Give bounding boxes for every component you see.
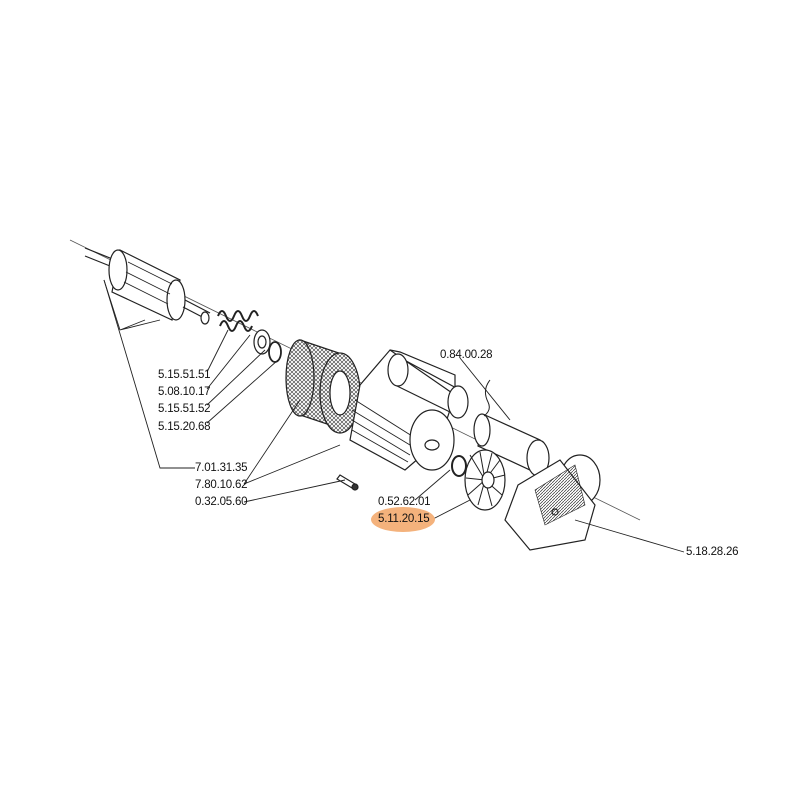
spring-part: [217, 310, 259, 332]
bearing-part: [253, 329, 271, 355]
part-label-5-08-10-17[interactable]: 5.08.10.17: [158, 386, 211, 398]
seal-part: [451, 455, 467, 477]
part-label-0-32-05-60[interactable]: 0.32.05.60: [195, 496, 248, 508]
capacitor-cover-part: [387, 353, 469, 419]
motor-housing-part: [349, 349, 456, 471]
stator-part: [285, 339, 361, 434]
part-label-7-80-10-62[interactable]: 7.80.10.62: [195, 479, 248, 491]
ring-part: [268, 341, 282, 363]
rotor-part: [84, 247, 211, 321]
fan-part: [464, 449, 506, 511]
highlight-ellipse: [371, 507, 435, 532]
part-label-5-15-51-51[interactable]: 5.15.51.51: [158, 369, 211, 381]
part-label-5-15-51-52[interactable]: 5.15.51.52: [158, 403, 211, 415]
capacitor-part: [473, 379, 550, 477]
part-label-5-11-20-15-highlighted[interactable]: 5.11.20.15: [378, 513, 430, 525]
screw-part: [336, 474, 359, 491]
part-label-5-15-20-68[interactable]: 5.15.20.68: [158, 421, 211, 433]
leader-lines: [103, 279, 685, 553]
part-label-5-18-28-26[interactable]: 5.18.28.26: [686, 546, 739, 558]
fan-cover-part: [504, 454, 601, 551]
part-label-7-01-31-35[interactable]: 7.01.31.35: [195, 462, 248, 474]
bushing-part: [200, 311, 210, 325]
part-label-0-52-62-01[interactable]: 0.52.62.01: [378, 496, 431, 508]
part-label-0-84-00-28[interactable]: 0.84.00.28: [440, 349, 493, 361]
